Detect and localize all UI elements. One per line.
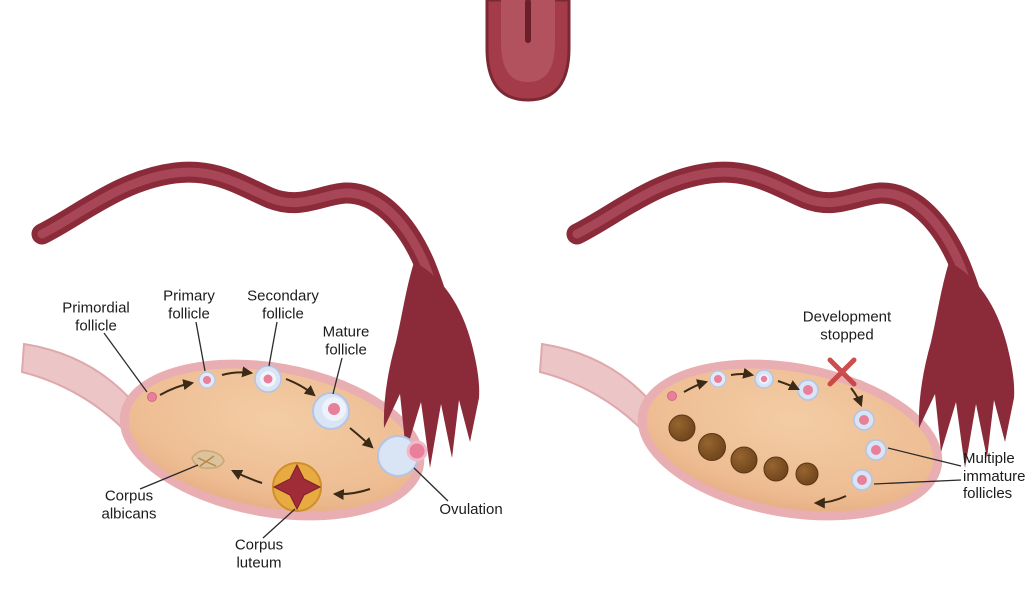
immature-follicle (667, 391, 677, 401)
flow-arrows-left (159, 366, 374, 501)
development-stopped-x (827, 357, 857, 387)
immature-follicle (754, 369, 774, 389)
immature-follicle (853, 409, 875, 431)
mature-follicle (312, 392, 350, 430)
label-mature-follicle: Mature follicle (322, 323, 370, 358)
leader-lines-left (103, 321, 449, 539)
label-multiple-immature-follicles: Multiple immature follicles (963, 450, 1026, 503)
label-development-stopped: Development stopped (802, 308, 892, 343)
primordial-follicle (147, 392, 157, 402)
follicle-chain-right (667, 369, 887, 491)
flow-arrows-right (683, 367, 864, 509)
immature-cyst (730, 446, 758, 474)
label-primary-follicle: Primary follicle (163, 287, 215, 322)
cysts-row (668, 414, 819, 486)
immature-follicle (709, 370, 727, 388)
ovary-left (21, 336, 439, 544)
label-corpus-albicans: Corpus albicans (101, 487, 157, 522)
immature-cyst (763, 456, 789, 482)
secondary-follicle (254, 365, 282, 393)
immature-follicle (797, 379, 819, 401)
corpus-luteum-star (272, 463, 322, 511)
label-secondary-follicle: Secondary follicle (247, 287, 319, 322)
corpus-albicans (191, 449, 225, 469)
immature-cyst (668, 414, 696, 442)
immature-follicle (851, 469, 873, 491)
immature-cyst (795, 462, 819, 486)
corpus-luteum (272, 462, 322, 512)
label-ovulation: Ovulation (439, 501, 503, 519)
ovulation-follicle (377, 435, 428, 477)
leader-lines-right (873, 447, 962, 485)
follicle-chain-left (147, 365, 428, 477)
immature-cyst (698, 433, 726, 461)
primary-follicle (198, 371, 216, 389)
label-primordial-follicle: Primordial follicle (62, 299, 130, 334)
immature-follicle (865, 439, 887, 461)
uterus-top (485, 0, 571, 102)
ovary-right (539, 336, 957, 544)
label-corpus-luteum: Corpus luteum (234, 536, 284, 571)
